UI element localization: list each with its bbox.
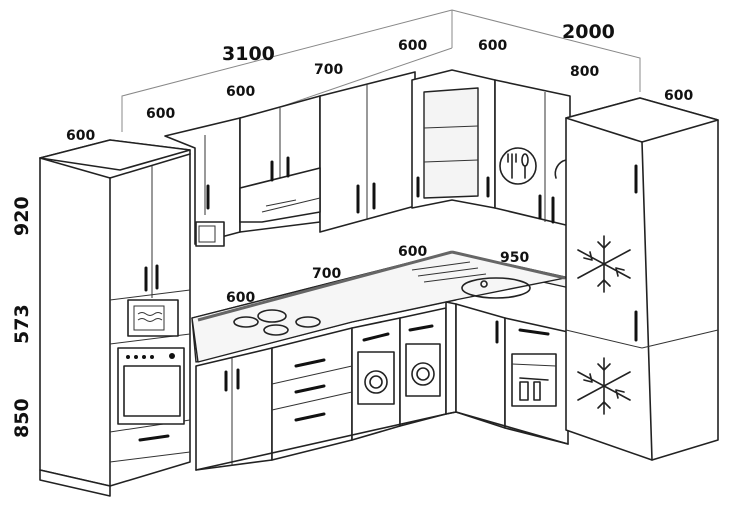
dim-height-upper: 920: [11, 196, 33, 236]
dim-height-lower: 850: [11, 398, 33, 438]
dim-upper-right: 800: [570, 64, 599, 80]
dim-fridge: 600: [664, 88, 693, 104]
oven: [117, 347, 185, 425]
washing-machine-1: [357, 351, 395, 405]
countertop-left: [191, 250, 571, 363]
base-cabinets: [195, 301, 569, 471]
washing-machine-2: [405, 343, 441, 397]
tall-oven-column: [39, 139, 191, 497]
fridge-column: [565, 97, 719, 461]
dim-upper-corner-right: 600: [478, 38, 507, 54]
glass-door: [423, 87, 479, 199]
dim-total-right: 2000: [562, 21, 615, 43]
snowflake-icon-2: [577, 357, 631, 415]
dim-height-middle: 573: [11, 304, 33, 344]
upper-cabinets-left: [164, 71, 416, 247]
cutlery-icon: [499, 147, 537, 185]
sink: [461, 277, 531, 299]
hob-burner: [257, 309, 287, 323]
dim-counter-corner: 600: [398, 244, 427, 260]
dim-upper-1: 600: [146, 106, 175, 122]
dim-counter-1: 600: [226, 290, 255, 306]
dim-total-left: 3100: [222, 43, 275, 65]
dim-upper-corner-left: 600: [398, 38, 427, 54]
snowflake-icon: [577, 235, 631, 293]
dim-counter-2: 700: [312, 266, 341, 282]
corner-glass-cabinet: [411, 69, 496, 209]
upper-cabinets-right: [494, 79, 571, 227]
dimension-labels: 3100 2000 600 600 600 700 600 600 800 60…: [11, 21, 693, 438]
dim-upper-2: 600: [226, 84, 255, 100]
dim-counter-right: 950: [500, 250, 529, 266]
dim-upper-3: 700: [314, 62, 343, 78]
dim-column-left: 600: [66, 128, 95, 144]
microwave: [127, 299, 179, 337]
range-hood: [239, 167, 321, 223]
